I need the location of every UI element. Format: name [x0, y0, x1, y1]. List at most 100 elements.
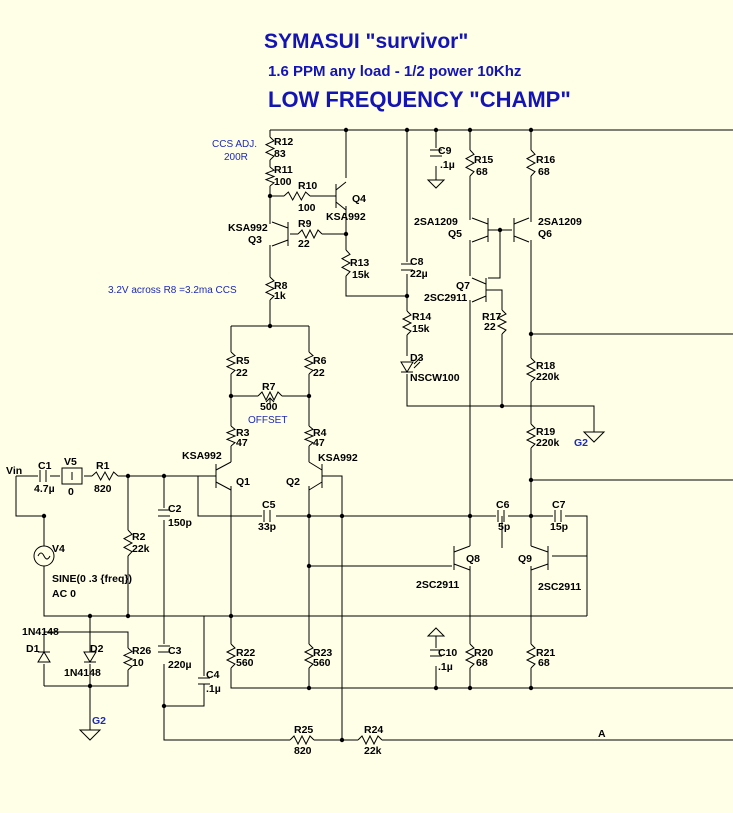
label-r21-ref: R21 — [536, 647, 555, 659]
resistor-r19 — [525, 423, 537, 449]
label-r24-val: 22k — [364, 745, 382, 757]
label-r16-val: 68 — [538, 166, 550, 178]
resistor-r15 — [464, 149, 476, 177]
label-q5-val: 2SA1209 — [414, 216, 458, 228]
label-r17-ref: R17 — [482, 311, 501, 323]
label-c8-val: 22µ — [410, 268, 428, 280]
label-r6-val: 22 — [313, 367, 325, 379]
label-c10-val: .1µ — [438, 661, 453, 673]
label-c2-val: 150p — [168, 517, 192, 529]
label-r14-ref: R14 — [412, 311, 431, 323]
label-r12-val: 83 — [274, 148, 286, 160]
label-q6-val: 2SA1209 — [538, 216, 582, 228]
label-r15-ref: R15 — [474, 154, 493, 166]
title-sub: 1.6 PPM any load - 1/2 power 10Khz — [268, 63, 521, 80]
label-q6-ref: Q6 — [538, 228, 552, 240]
ground-symbol — [78, 729, 102, 741]
label-c7-val: 15p — [550, 521, 568, 533]
transistor-q1 — [215, 461, 232, 491]
source-v4 — [33, 545, 55, 567]
capacitor-c2 — [158, 509, 170, 517]
label-r13-ref: R13 — [350, 257, 369, 269]
label-v5-val: 0 — [68, 486, 74, 498]
resistor-r11 — [264, 166, 276, 187]
label-c8-ref: C8 — [410, 256, 424, 268]
label-c7-ref: C7 — [552, 499, 566, 511]
label-q8-val: 2SC2911 — [416, 579, 459, 591]
capacitor-c5 — [263, 510, 271, 522]
label-c4-ref: C4 — [206, 669, 220, 681]
component-labels: R12 83 R11 100 R10 100 R9 22 Q4 KSA992 K… — [22, 136, 582, 757]
label-d1-ref: D1 — [26, 643, 40, 655]
label-r18-ref: R18 — [536, 360, 555, 372]
label-r5-ref: R5 — [236, 355, 250, 367]
resistor-r10 — [283, 190, 311, 202]
label-c5-val: 33p — [258, 521, 276, 533]
resistor-r12 — [264, 136, 276, 161]
capacitor-c10 — [430, 649, 442, 657]
note-ccs-adj: CCS ADJ. — [212, 139, 257, 150]
label-r8-val: 1k — [274, 290, 286, 302]
label-q9-ref: Q9 — [518, 553, 532, 565]
resistor-r4 — [303, 425, 315, 447]
label-r18-val: 220k — [536, 371, 560, 383]
label-q9-val: 2SC2911 — [538, 581, 581, 593]
label-r3-ref: R3 — [236, 427, 250, 439]
note-offset: OFFSET — [248, 415, 287, 426]
ground-symbol — [426, 179, 446, 189]
resistor-r14 — [401, 310, 413, 336]
label-q7-val: 2SC2911 — [424, 292, 467, 304]
label-r4-val: 47 — [313, 437, 325, 449]
resistor-r26 — [122, 647, 134, 671]
label-r22-ref: R22 — [236, 647, 255, 659]
label-v4-ref: V4 — [52, 543, 65, 555]
resistor-r3 — [225, 425, 237, 447]
resistor-r16 — [525, 149, 537, 177]
diode-d2 — [83, 651, 97, 663]
label-r23-ref: R23 — [313, 647, 332, 659]
diode-d1 — [37, 651, 51, 663]
resistor-r9 — [297, 228, 323, 240]
capacitor-c1 — [39, 470, 47, 482]
label-r23-val: 560 — [313, 657, 331, 669]
net-vin: Vin — [6, 465, 22, 477]
label-c3-val: 220µ — [168, 659, 192, 671]
label-d1-val: 1N4148 — [22, 626, 59, 638]
label-r21-val: 68 — [538, 657, 550, 669]
label-d2-ref: D2 — [90, 643, 104, 655]
resistor-r17 — [496, 309, 508, 335]
resistor-r8 — [264, 276, 276, 301]
label-q4-ref: Q4 — [352, 193, 366, 205]
ground-symbol — [582, 431, 606, 443]
label-r1-ref: R1 — [96, 460, 110, 472]
label-r7-val: 500 — [260, 401, 278, 413]
label-r10-val: 100 — [298, 202, 316, 214]
led-d3 — [400, 357, 421, 373]
capacitor-c7 — [554, 510, 562, 522]
label-r6-ref: R6 — [313, 355, 327, 367]
label-r5-val: 22 — [236, 367, 248, 379]
label-r11-ref: R11 — [274, 164, 293, 176]
v4-ac-text: AC 0 — [52, 588, 76, 600]
label-d3-val: NSCW100 — [410, 372, 460, 384]
resistor-r13 — [340, 249, 352, 277]
label-v5-ref: V5 — [64, 456, 77, 468]
label-q4-val: KSA992 — [326, 211, 366, 223]
ground-symbol — [426, 627, 446, 642]
potentiometer-wiper-icon — [265, 397, 275, 404]
label-q1-val: KSA992 — [182, 450, 222, 462]
capacitor-c9 — [430, 149, 442, 157]
label-c5-ref: C5 — [262, 499, 276, 511]
label-r9-val: 22 — [298, 238, 310, 250]
net-g2-right: G2 — [574, 437, 588, 449]
resistor-r22 — [225, 643, 237, 669]
transistor-q7 — [471, 277, 487, 303]
label-q1-ref: Q1 — [236, 476, 250, 488]
label-c1-val: 4.7µ — [34, 483, 55, 495]
capacitor-c6 — [497, 510, 505, 522]
label-r2-ref: R2 — [132, 531, 146, 543]
label-r4-ref: R4 — [313, 427, 327, 439]
label-r20-ref: R20 — [474, 647, 493, 659]
label-r2-val: 22k — [132, 543, 150, 555]
